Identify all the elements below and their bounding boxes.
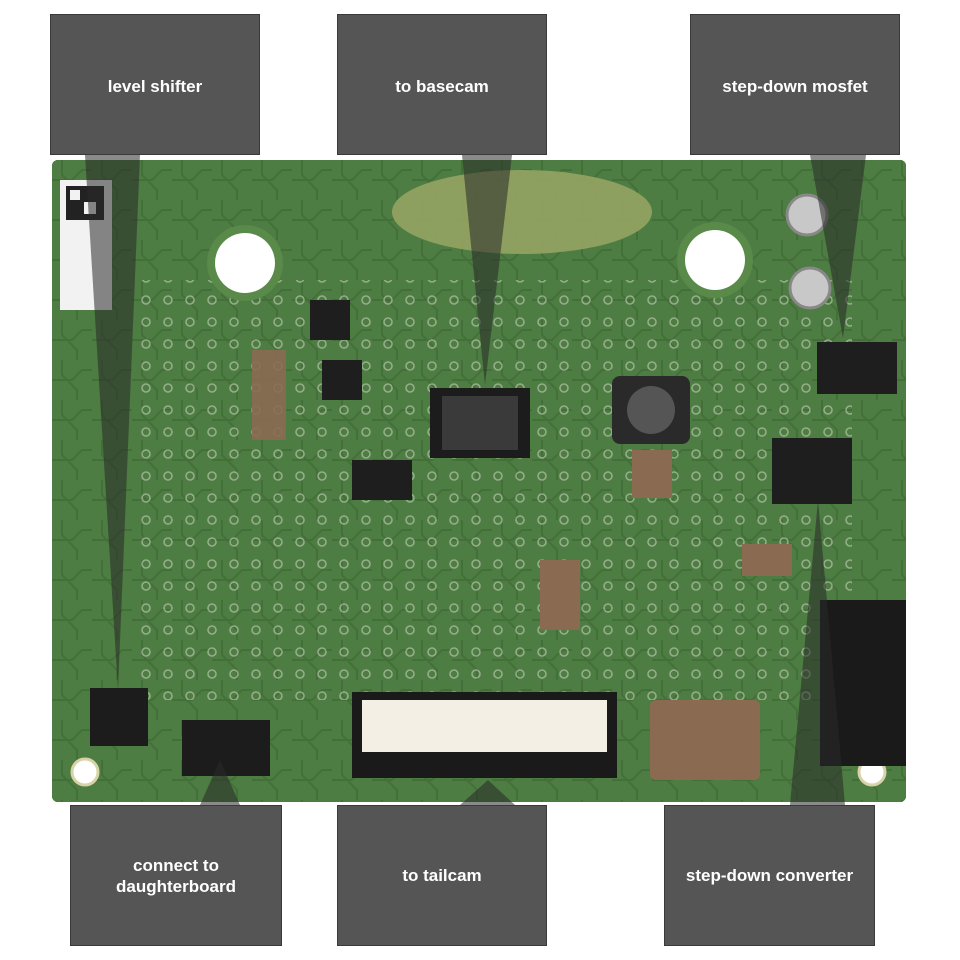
callout-to-tailcam: to tailcam: [337, 805, 547, 946]
callout-level-shifter: level shifter: [50, 14, 260, 155]
callout-label: level shifter: [107, 77, 203, 96]
callout-label: to basecam: [395, 77, 489, 96]
callout-step-down-converter: step-down converter: [664, 805, 875, 946]
callout-to-basecam: to basecam: [337, 14, 547, 155]
pcb-artwork: [52, 160, 906, 802]
callout-connect-daughterboard: connect to daughterboard: [70, 805, 282, 946]
callout-label: step-down mosfet: [722, 77, 868, 96]
pcb-board: [52, 160, 906, 802]
callout-step-down-mosfet: step-down mosfet: [690, 14, 900, 155]
callout-label: step-down converter: [685, 866, 854, 885]
callout-label: connect to daughterboard: [116, 855, 236, 896]
callout-label: to tailcam: [402, 866, 482, 885]
